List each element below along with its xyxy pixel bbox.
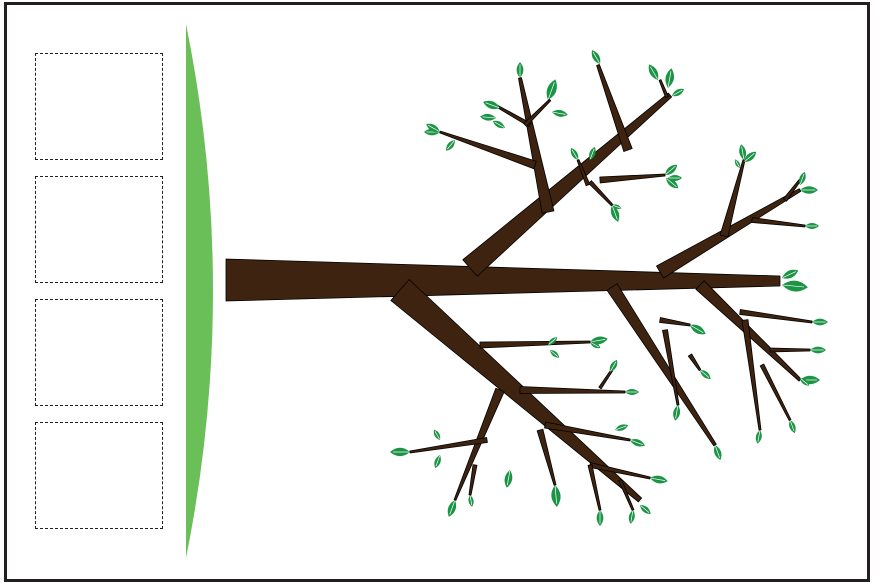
leaf [628, 509, 636, 524]
lower-branch-a2 [520, 387, 625, 394]
leaf [671, 86, 686, 98]
twig [537, 429, 556, 485]
leaf [444, 138, 458, 153]
twig [469, 465, 477, 496]
leaf [646, 63, 662, 82]
leaf [568, 146, 580, 161]
leaf [589, 48, 603, 65]
leaf [445, 499, 458, 519]
lower-branch-a1 [480, 341, 590, 348]
ground-shape [186, 24, 213, 558]
leaf [755, 429, 763, 444]
upper-branch-a [463, 93, 672, 276]
leaf [688, 322, 707, 338]
twig [589, 181, 613, 206]
twig [590, 463, 651, 479]
upper-branch-a1a [440, 131, 537, 169]
twig [588, 465, 601, 511]
leaf [517, 62, 524, 78]
upper-branch-a3 [600, 174, 665, 183]
leaf [629, 437, 646, 449]
twig [740, 310, 812, 324]
leaf [551, 109, 568, 118]
twig [770, 348, 810, 352]
leaf [544, 78, 560, 102]
leaf [614, 422, 629, 432]
leaf [597, 510, 604, 526]
leaf [480, 113, 497, 121]
tree-branches [226, 65, 812, 511]
twig [599, 369, 613, 388]
leaf [491, 118, 506, 130]
leaf [390, 448, 410, 456]
leaf [503, 469, 514, 488]
leaf [712, 444, 724, 461]
leaf [432, 454, 442, 469]
leaf [468, 495, 475, 508]
leaf [625, 389, 639, 395]
leaf [800, 186, 818, 194]
twig [752, 218, 805, 228]
leaf [548, 348, 560, 360]
leaf [550, 485, 561, 508]
leaf [810, 347, 826, 354]
lower-branch-b [607, 284, 716, 446]
twig [660, 318, 691, 327]
leaf [812, 319, 828, 326]
leaf [782, 280, 809, 293]
leaf [607, 358, 619, 373]
twig [688, 354, 701, 371]
leaf [780, 267, 800, 281]
leaf [649, 474, 668, 485]
leaf [664, 68, 676, 89]
main-limb [226, 259, 780, 301]
leaf [672, 404, 681, 421]
leaf [787, 419, 797, 434]
leaf [805, 223, 819, 229]
leaf [482, 98, 502, 111]
leaf [638, 503, 653, 517]
leaf [432, 428, 442, 441]
twig [760, 364, 791, 420]
